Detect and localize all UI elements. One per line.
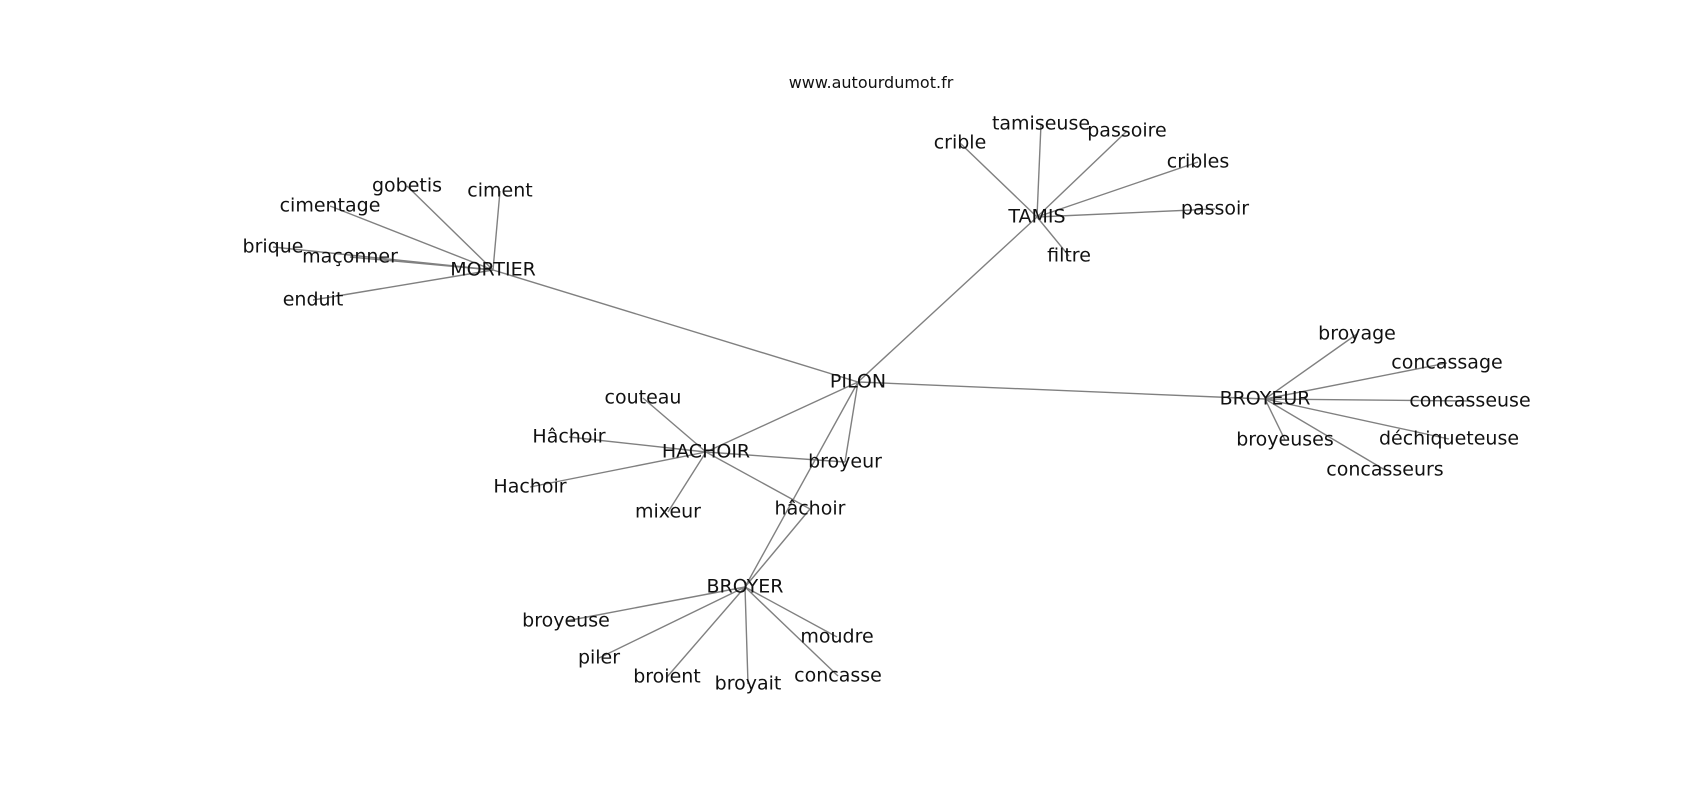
edge-tamis-cribles (1036, 161, 1199, 218)
node-word-hachoir[interactable]: Hachoir (493, 476, 566, 498)
edge-tamis-crible (959, 142, 1038, 218)
node-word-cribles[interactable]: cribles (1167, 151, 1229, 173)
node-word-enduit[interactable]: enduit (283, 289, 344, 311)
edge-broyer-broient (666, 586, 746, 678)
edge-hachoir-mixeur (667, 451, 707, 513)
node-word-broient[interactable]: broient (633, 666, 701, 688)
node-hub-tamis[interactable]: TAMIS (1007, 206, 1065, 228)
node-word-broyeuse[interactable]: broyeuse (522, 610, 610, 632)
edge-tamis-tamiseuse (1036, 123, 1042, 218)
edge-mortier-gobetis (406, 185, 494, 271)
node-word-broyait[interactable]: broyait (715, 673, 782, 695)
node-hub-broyeur[interactable]: BROYEUR (1220, 388, 1311, 410)
node-center-pilon[interactable]: PILON (830, 371, 886, 393)
edge-broyer-piler (598, 586, 746, 659)
edge-hachoir-hachoir (568, 436, 707, 453)
node-hub-mortier[interactable]: MORTIER (450, 259, 536, 281)
node-word-concasse[interactable]: concasse (794, 665, 882, 687)
edge-mortier-cimentage (329, 205, 494, 271)
node-hub-broyer[interactable]: BROYER (707, 576, 784, 598)
node-word-broyeuses[interactable]: broyeuses (1236, 429, 1334, 451)
node-word-hachoir[interactable]: hâchoir (775, 498, 846, 520)
edge-pilon-broyer (744, 381, 859, 588)
node-word-maconner[interactable]: maçonner (302, 246, 398, 268)
edge-broyeur-dechiqueteuse (1264, 398, 1450, 440)
node-word-concasseurs[interactable]: concasseurs (1326, 459, 1443, 481)
node-word-brique[interactable]: brique (243, 236, 304, 258)
source-watermark: www.autourdumot.fr (789, 73, 954, 92)
edge-broyer-broyait (744, 586, 749, 685)
edge-mortier-maconner (349, 256, 494, 271)
edge-broyeur-concasseurs (1264, 398, 1386, 471)
node-word-crible[interactable]: crible (934, 132, 987, 154)
edge-broyeur-concassage (1264, 362, 1448, 400)
edge-hachoir-couteau (642, 397, 707, 453)
edge-hachoir-hachoir (529, 451, 707, 488)
edge-broyer-moudre (744, 586, 838, 638)
node-word-broyage[interactable]: broyage (1318, 323, 1396, 345)
node-word-passoire[interactable]: passoire (1087, 120, 1167, 142)
node-word-cimentage[interactable]: cimentage (280, 195, 381, 217)
node-word-tamiseuse[interactable]: tamiseuse (992, 113, 1090, 135)
edge-tamis-filtre (1036, 216, 1070, 257)
node-word-passoir[interactable]: passoir (1181, 198, 1249, 220)
node-word-gobetis[interactable]: gobetis (372, 175, 442, 197)
edge-broyeur-concasseuse (1264, 398, 1471, 402)
edge-mortier-ciment (492, 190, 501, 271)
edge-broyeur-pilon (844, 381, 859, 463)
edge-broyer-broyeuse (565, 586, 746, 622)
edge-hachoir-hachoir (705, 451, 811, 510)
node-word-piler[interactable]: piler (578, 647, 620, 669)
edge-broyeur-broyeuses (1264, 398, 1286, 441)
node-word-mixeur[interactable]: mixeur (635, 501, 701, 523)
edge-broyeur-hachoir (705, 451, 846, 463)
labels: www.autourdumot.fr PILON MORTIER ciment gob… (243, 73, 1531, 695)
edge-hachoir-broyer (744, 508, 811, 588)
node-word-filtre[interactable]: filtre (1047, 245, 1091, 267)
edge-pilon-tamis (857, 216, 1038, 383)
node-word-ciment[interactable]: ciment (467, 180, 532, 202)
edge-broyer-concasse (744, 586, 839, 677)
node-word-concassage[interactable]: concassage (1391, 352, 1502, 374)
edge-broyeur-broyage (1264, 333, 1358, 400)
edge-tamis-passoir (1036, 208, 1216, 218)
edge-pilon-broyeur (857, 381, 1266, 400)
node-word-hachoir[interactable]: Hâchoir (532, 426, 605, 448)
edge-mortier-enduit (312, 269, 494, 301)
edges (272, 123, 1471, 685)
node-word-moudre[interactable]: moudre (800, 626, 873, 648)
edge-tamis-passoire (1036, 130, 1128, 218)
node-word-dechiqueteuse[interactable]: déchiqueteuse (1379, 428, 1519, 450)
node-hub-hachoir[interactable]: HACHOIR (662, 441, 750, 463)
node-word-broyeur[interactable]: broyeur (808, 451, 882, 473)
edge-pilon-mortier (492, 269, 859, 383)
edge-pilon-hachoir (705, 381, 859, 453)
node-word-concasseuse[interactable]: concasseuse (1409, 390, 1530, 412)
node-word-couteau[interactable]: couteau (605, 387, 682, 409)
